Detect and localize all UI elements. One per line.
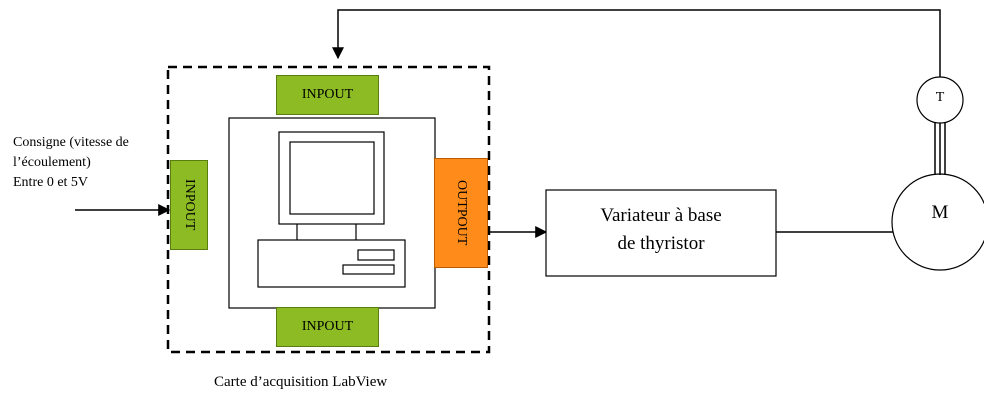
tachometer-circle bbox=[916, 76, 964, 124]
variator-box bbox=[545, 189, 777, 277]
port-right-label: OUTPOUT bbox=[454, 180, 469, 246]
port-right: OUTPOUT bbox=[434, 158, 488, 268]
motor-label: M bbox=[931, 202, 949, 223]
monitor-screen bbox=[289, 141, 375, 215]
feedback-line bbox=[332, 9, 941, 78]
variator-label-line1: Variateur à base bbox=[600, 205, 722, 226]
port-left-label: INPOUT bbox=[182, 179, 197, 231]
input-label-line3: Entre 0 et 5V bbox=[13, 175, 89, 190]
card-caption: Carte d’acquisition LabView bbox=[214, 374, 388, 390]
drive-slot-1 bbox=[357, 249, 395, 261]
port-top: INPOUT bbox=[276, 75, 379, 115]
port-top-label: INPOUT bbox=[301, 87, 354, 102]
input-label: Consigne (vitesse de l’écoulement) Entre… bbox=[13, 133, 129, 193]
port-left: INPOUT bbox=[170, 160, 208, 250]
drive-slot-2 bbox=[342, 264, 395, 275]
tachometer-label: T bbox=[935, 90, 945, 105]
port-bottom-label: INPOUT bbox=[301, 319, 354, 334]
port-bottom: INPOUT bbox=[276, 307, 379, 347]
input-label-line1: Consigne (vitesse de bbox=[13, 135, 129, 150]
variator-label: Variateur à base de thyristor bbox=[546, 202, 776, 258]
computer-base bbox=[257, 239, 406, 288]
input-label-line2: l’écoulement) bbox=[13, 155, 91, 170]
variator-label-line2: de thyristor bbox=[617, 233, 705, 254]
